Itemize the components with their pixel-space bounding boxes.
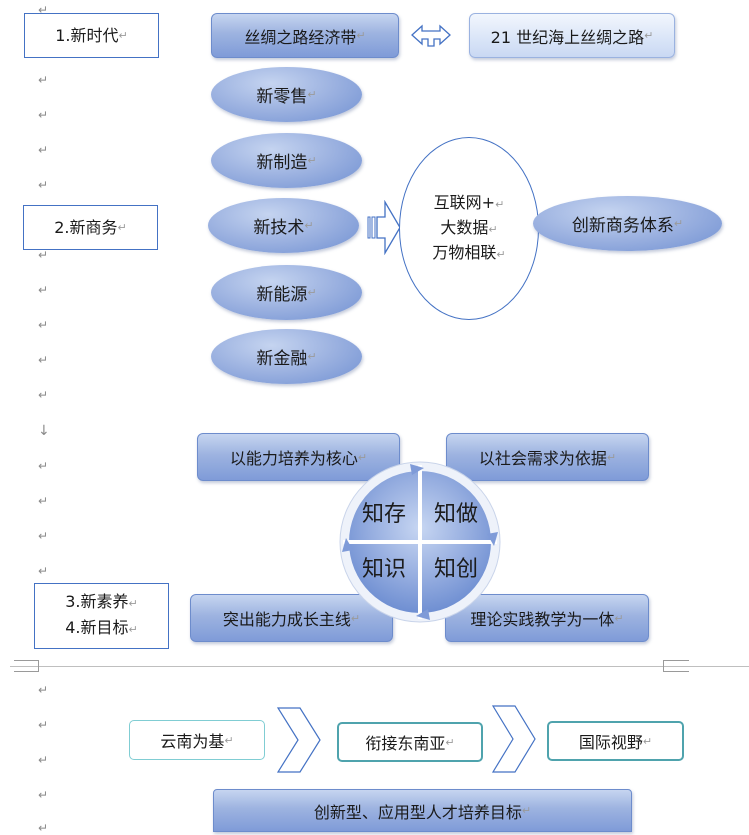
new-finance-ellipse: 新金融↵ — [211, 329, 362, 384]
quadrant-knowledge-create: 知创 — [433, 557, 478, 582]
line-break-mark: ↓ — [38, 423, 50, 439]
double-arrow-icon — [411, 24, 451, 47]
paragraph-mark: ↵ — [38, 283, 49, 297]
new-retail-ellipse: 新零售↵ — [211, 67, 362, 122]
paragraph-mark: ↵ — [38, 788, 49, 802]
paragraph-mark: ↵ — [38, 388, 49, 402]
social-demand-box: 以社会需求为依据↵ — [446, 433, 649, 481]
paragraph-mark: ↵ — [38, 3, 49, 17]
quadrant-knowledge-store: 知存 — [361, 502, 406, 527]
paragraph-mark: ↵ — [38, 73, 49, 87]
yunnan-base-box: 云南为基↵ — [129, 720, 265, 760]
paragraph-mark: ↵ — [38, 353, 49, 367]
paragraph-mark: ↵ — [38, 108, 49, 122]
connect-southeast-asia-box: 衔接东南亚↵ — [337, 722, 483, 762]
quadrant-knowledge-know: 知识 — [361, 557, 406, 582]
chevron-right-icon — [491, 705, 536, 773]
page-corner-mark-right — [663, 660, 689, 672]
paragraph-mark: ↵ — [38, 318, 49, 332]
innovative-commerce-system-ellipse: 创新商务体系↵ — [533, 196, 722, 251]
knowledge-cycle-diagram: 知存 知做 知识 知创 — [338, 460, 502, 624]
page-break-line — [10, 666, 749, 667]
paragraph-mark: ↵ — [38, 529, 49, 543]
chevron-right-icon — [276, 707, 321, 773]
section-label-new-commerce: 2.新商务↵ — [23, 205, 158, 250]
internet-bigdata-ellipse: 互联网+↵ 大数据↵ 万物相联↵ — [399, 137, 539, 320]
section-label-new-era: 1.新时代↵ — [24, 13, 159, 58]
paragraph-mark: ↵ — [38, 178, 49, 192]
paragraph-mark: ↵ — [38, 564, 49, 578]
maritime-silk-road-box: 21 世纪海上丝绸之路↵ — [469, 13, 675, 58]
new-technology-ellipse: 新技术↵ — [208, 198, 359, 253]
silk-road-economic-belt-box: 丝绸之路经济带↵ — [211, 13, 399, 58]
new-manufacturing-ellipse: 新制造↵ — [211, 133, 362, 188]
paragraph-mark: ↵ — [38, 248, 49, 262]
paragraph-mark: ↵ — [38, 494, 49, 508]
cycle-graphic — [339, 461, 501, 623]
paragraph-mark: ↵ — [38, 683, 49, 697]
new-energy-ellipse: 新能源↵ — [211, 265, 362, 320]
paragraph-mark: ↵ — [38, 718, 49, 732]
paragraph-mark: ↵ — [38, 821, 49, 835]
ability-growth-box: 突出能力成长主线↵ — [190, 594, 393, 642]
talent-goal-box: 创新型、应用型人才培养目标↵ — [213, 789, 632, 832]
striped-right-arrow-icon — [367, 200, 401, 255]
ability-core-box: 以能力培养为核心↵ — [197, 433, 400, 481]
international-vision-box: 国际视野↵ — [547, 721, 684, 761]
paragraph-mark: ↵ — [38, 143, 49, 157]
paragraph-mark: ↵ — [38, 753, 49, 767]
quadrant-knowledge-do: 知做 — [433, 502, 478, 527]
page-corner-mark-left — [14, 660, 39, 672]
paragraph-mark: ↵ — [38, 459, 49, 473]
theory-practice-box: 理论实践教学为一体↵ — [445, 594, 649, 642]
section-label-new-literacy-goal: 3.新素养↵ 4.新目标↵ — [34, 583, 169, 649]
